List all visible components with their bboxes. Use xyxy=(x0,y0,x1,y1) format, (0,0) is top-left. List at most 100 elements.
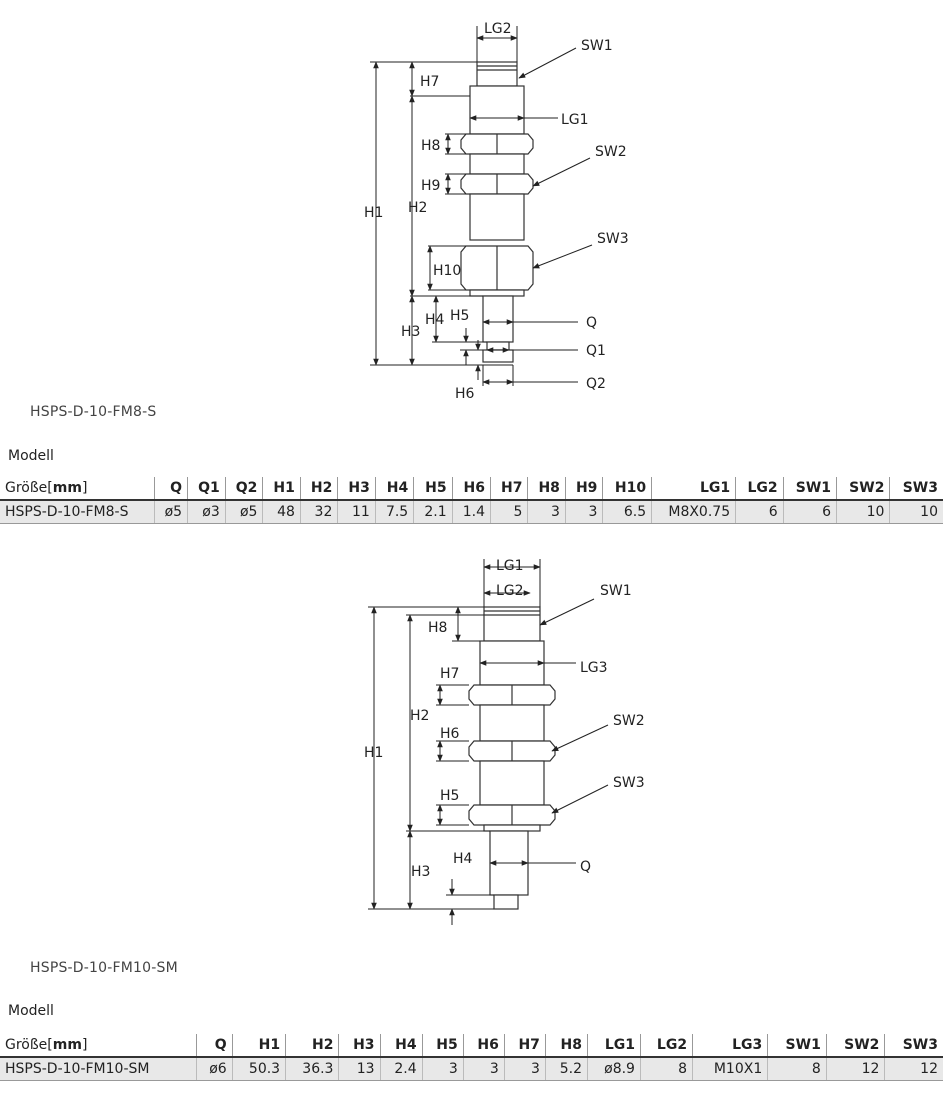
table-cell: 6.5 xyxy=(602,500,652,524)
label-h4: H4 xyxy=(425,312,445,328)
label-h4: H4 xyxy=(453,851,473,867)
col-header: Q2 xyxy=(224,477,263,501)
table-cell: 8 xyxy=(767,1057,827,1081)
label-h5: H5 xyxy=(450,308,469,324)
label-h2: H2 xyxy=(408,200,427,216)
label-q: Q xyxy=(586,315,597,331)
label-h8: H8 xyxy=(421,138,440,154)
label-lg3: LG3 xyxy=(580,660,608,676)
label-h8: H8 xyxy=(428,620,447,636)
label-h6: H6 xyxy=(440,726,460,742)
label-lg2: LG2 xyxy=(496,583,524,599)
part-body-1 xyxy=(460,61,534,363)
col-header: H8 xyxy=(527,477,566,501)
label-h2: H2 xyxy=(410,708,429,724)
col-header: SW1 xyxy=(767,1034,827,1058)
drawing-hsps-d-10-fm10-sm: LG1 LG2 SW1 H8 LG3 H7 H2 H1 H6 SW2 SW3 H… xyxy=(0,545,945,945)
label-sw3: SW3 xyxy=(597,231,629,247)
label-sw1: SW1 xyxy=(581,38,613,54)
spec-table-1: Größe[mm] Q Q1 Q2 H1 H2 H3 H4 H5 H6 H7 H… xyxy=(0,477,943,524)
table-cell: 2.4 xyxy=(379,1057,423,1081)
col-header: SW3 xyxy=(889,477,943,501)
spec-table-2: Größe[mm] Q H1 H2 H3 H4 H5 H6 H7 H8 LG1 … xyxy=(0,1034,943,1081)
col-header: H1 xyxy=(262,477,301,501)
col-header: H6 xyxy=(451,477,491,501)
label-h1: H1 xyxy=(364,745,383,761)
label-lg1: LG1 xyxy=(496,558,524,574)
col-header: Q1 xyxy=(187,477,226,501)
table-cell: 3 xyxy=(462,1057,505,1081)
table-cell: 10 xyxy=(889,500,943,524)
col-header: H9 xyxy=(564,477,603,501)
table-cell: 6 xyxy=(735,500,784,524)
model-caption-1: HSPS-D-10-FM8-S xyxy=(30,404,157,420)
table-cell: 8 xyxy=(639,1057,693,1081)
table-cell: M8X0.75 xyxy=(651,500,736,524)
label-q1: Q1 xyxy=(586,343,606,359)
table-cell: 3 xyxy=(503,1057,546,1081)
dimension-lines-1 xyxy=(370,26,593,386)
col-header: H4 xyxy=(379,1034,423,1058)
col-header: LG3 xyxy=(692,1034,768,1058)
table-cell: 13 xyxy=(338,1057,381,1081)
table-row: HSPS-D-10-FM10-SM ø6 50.3 36.3 13 2.4 3 … xyxy=(0,1057,943,1081)
col-header: H3 xyxy=(338,1034,381,1058)
table-cell: ø6 xyxy=(195,1057,233,1081)
table-cell: ø3 xyxy=(187,500,226,524)
label-sw3: SW3 xyxy=(613,775,645,791)
col-header: LG1 xyxy=(651,477,736,501)
col-header: H8 xyxy=(544,1034,588,1058)
table-header-row: Größe[mm] Q H1 H2 H3 H4 H5 H6 H7 H8 LG1 … xyxy=(0,1034,943,1058)
table-cell: 5 xyxy=(489,500,528,524)
col-header: Q xyxy=(195,1034,233,1058)
table-cell: 5.2 xyxy=(544,1057,588,1081)
table-cell: M10X1 xyxy=(692,1057,768,1081)
label-h3: H3 xyxy=(401,324,420,340)
label-h9: H9 xyxy=(421,178,440,194)
col-header: H7 xyxy=(489,477,528,501)
col-header: LG2 xyxy=(639,1034,693,1058)
table-cell: ø5 xyxy=(224,500,263,524)
table-cell: ø8.9 xyxy=(587,1057,641,1081)
col-header: SW3 xyxy=(884,1034,943,1058)
table-cell: 3 xyxy=(421,1057,464,1081)
label-h5: H5 xyxy=(440,788,459,804)
table-header-row: Größe[mm] Q Q1 Q2 H1 H2 H3 H4 H5 H6 H7 H… xyxy=(0,477,943,501)
label-h10: H10 xyxy=(433,263,461,279)
table-cell: 11 xyxy=(337,500,376,524)
col-header: H7 xyxy=(503,1034,546,1058)
label-q: Q xyxy=(580,859,591,875)
table-cell: 36.3 xyxy=(285,1057,339,1081)
table-cell: HSPS-D-10-FM8-S xyxy=(0,500,155,524)
col-header: H4 xyxy=(374,477,414,501)
label-h7: H7 xyxy=(440,666,459,682)
col-header: H1 xyxy=(231,1034,286,1058)
table-cell: 7.5 xyxy=(374,500,414,524)
modell-label-2: Modell xyxy=(8,1003,54,1019)
table-cell: 6 xyxy=(782,500,837,524)
table-cell: ø5 xyxy=(154,500,188,524)
label-h7: H7 xyxy=(420,74,439,90)
table-cell: 1.4 xyxy=(451,500,491,524)
part-body-2 xyxy=(468,606,556,910)
col-header: H5 xyxy=(421,1034,464,1058)
col-header: H6 xyxy=(462,1034,505,1058)
table-row: HSPS-D-10-FM8-S ø5 ø3 ø5 48 32 11 7.5 2.… xyxy=(0,500,943,524)
table-cell: 50.3 xyxy=(231,1057,286,1081)
model-caption-2: HSPS-D-10-FM10-SM xyxy=(30,960,178,976)
table-cell: 12 xyxy=(884,1057,943,1081)
label-h6: H6 xyxy=(455,386,475,402)
modell-label-1: Modell xyxy=(8,448,54,464)
table-cell: 12 xyxy=(825,1057,885,1081)
label-lg2: LG2 xyxy=(484,21,512,37)
size-header: Größe[mm] xyxy=(0,1034,197,1058)
table-cell: 3 xyxy=(564,500,603,524)
table-cell: 3 xyxy=(527,500,566,524)
col-header: H10 xyxy=(602,477,652,501)
col-header: SW1 xyxy=(782,477,837,501)
col-header: SW2 xyxy=(836,477,890,501)
label-sw2: SW2 xyxy=(595,144,627,160)
col-header: LG1 xyxy=(587,1034,641,1058)
label-h3: H3 xyxy=(411,864,430,880)
label-lg1: LG1 xyxy=(561,112,589,128)
